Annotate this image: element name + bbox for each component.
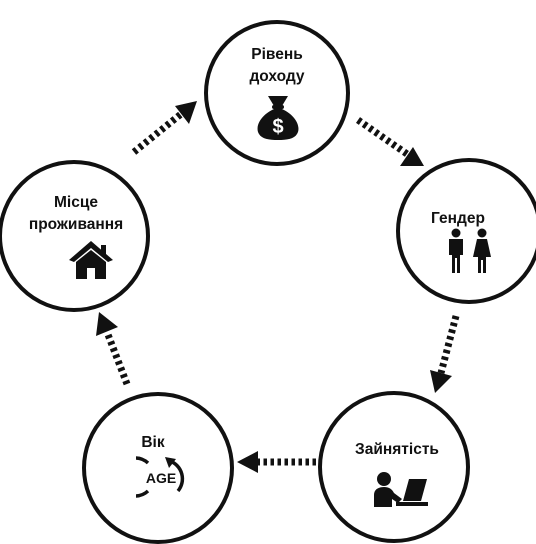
- age-cycle-icon: AGE: [136, 456, 190, 498]
- arrow-residence-to-income: [131, 111, 184, 155]
- age-icon-text: AGE: [146, 470, 176, 486]
- arrowhead-age: [237, 451, 258, 473]
- node-residence-label: Місце проживання: [28, 194, 124, 233]
- arrowhead-residence: [96, 312, 118, 336]
- node-gender: Гендер: [396, 158, 536, 304]
- node-residence: Місце проживання: [0, 160, 150, 312]
- arrowhead-gender: [400, 147, 424, 166]
- man-woman-icon: [444, 228, 496, 274]
- person-at-laptop-icon: [372, 471, 428, 507]
- node-employment: Зайнятість: [318, 391, 470, 543]
- house-icon: [68, 240, 114, 280]
- svg-text:$: $: [272, 116, 283, 138]
- node-age-label: Вік: [141, 434, 165, 451]
- node-gender-label: Гендер: [431, 210, 485, 227]
- money-bag-icon: $: [255, 92, 301, 142]
- node-employment-label: Зайнятість: [355, 441, 439, 458]
- node-income-label: Рівень доходу: [249, 46, 305, 85]
- node-income: Рівень доходу $: [204, 20, 350, 166]
- node-age: Вік AGE: [82, 392, 234, 544]
- arrowhead-income: [175, 101, 197, 124]
- arrowhead-employment: [430, 370, 452, 393]
- arrow-income-to-gender: [356, 117, 409, 157]
- arrow-gender-to-employment: [437, 315, 460, 374]
- arrow-age-to-residence: [103, 330, 131, 386]
